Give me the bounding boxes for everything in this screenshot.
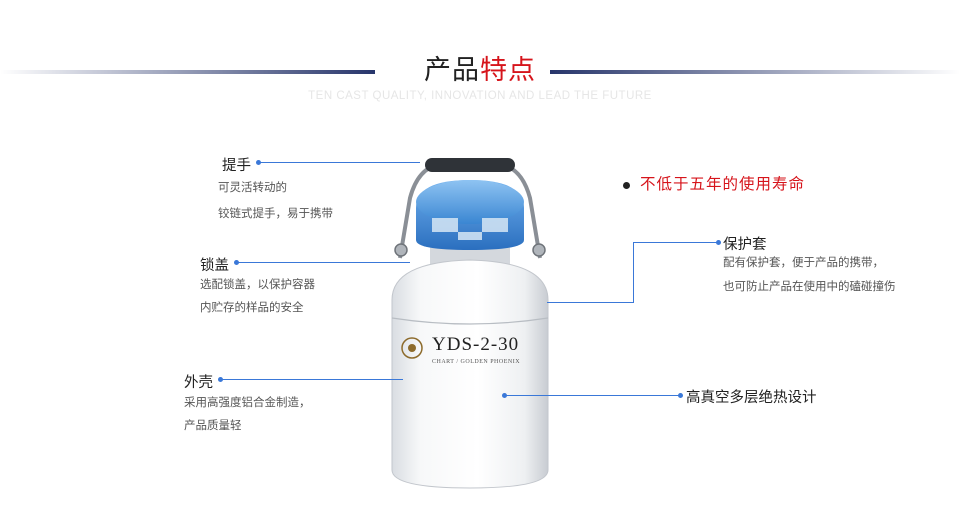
pointer-line [505, 395, 680, 396]
handle-grip [425, 158, 515, 172]
header-divider-left [0, 70, 375, 74]
header-divider-right [550, 70, 960, 74]
feature-lid-desc-1: 选配锁盖，以保护容器 [200, 277, 315, 291]
feature-handle-title: 提手 [222, 158, 251, 174]
pointer-dot [256, 160, 261, 165]
feature-shell-desc-1: 采用高强度铝合金制造， [184, 395, 311, 409]
section-subtitle: TEN CAST QUALITY, INNOVATION AND LEAD TH… [308, 90, 652, 102]
section-title: 产品特点 [0, 48, 960, 87]
feature-handle-desc-1: 可灵活转动的 [218, 180, 287, 194]
tank-body [391, 259, 549, 489]
brand-logo [401, 337, 423, 359]
pointer-dot [678, 393, 683, 398]
feature-cover-desc-1: 配有保护套，便于产品的携带， [723, 255, 884, 269]
title-red-part: 特点 [480, 55, 536, 86]
feature-insulation-title: 高真空多层绝热设计 [686, 390, 817, 406]
feature-shell-title: 外壳 [184, 375, 213, 391]
pointer-dot [234, 260, 239, 265]
pointer-line [633, 242, 717, 243]
title-black-part: 产品 [424, 55, 480, 86]
product-image [391, 158, 549, 489]
pointer-line [237, 262, 410, 263]
product-brand-line: CHART / GOLDEN PHOENIX [432, 359, 521, 365]
product-model: YDS-2-30 [432, 334, 520, 355]
pointer-line [547, 302, 633, 303]
bullet-dot [623, 182, 630, 189]
pointer-dot [218, 377, 223, 382]
pointer-line [259, 162, 420, 163]
pointer-dot [716, 240, 721, 245]
pointer-line [221, 379, 403, 380]
feature-handle-desc-2: 铰链式提手，易于携带 [218, 206, 333, 220]
feature-cover-title: 保护套 [723, 237, 767, 253]
pointer-dot [502, 393, 507, 398]
feature-lid-desc-2: 内贮存的样品的安全 [200, 300, 304, 314]
pointer-line-vertical [633, 242, 634, 303]
feature-shell-desc-2: 产品质量轻 [184, 418, 242, 432]
feature-cover-desc-2: 也可防止产品在使用中的磕碰撞伤 [723, 279, 896, 293]
feature-lid-title: 锁盖 [200, 258, 229, 274]
feature-lifespan: 不低于五年的使用寿命 [640, 175, 806, 193]
